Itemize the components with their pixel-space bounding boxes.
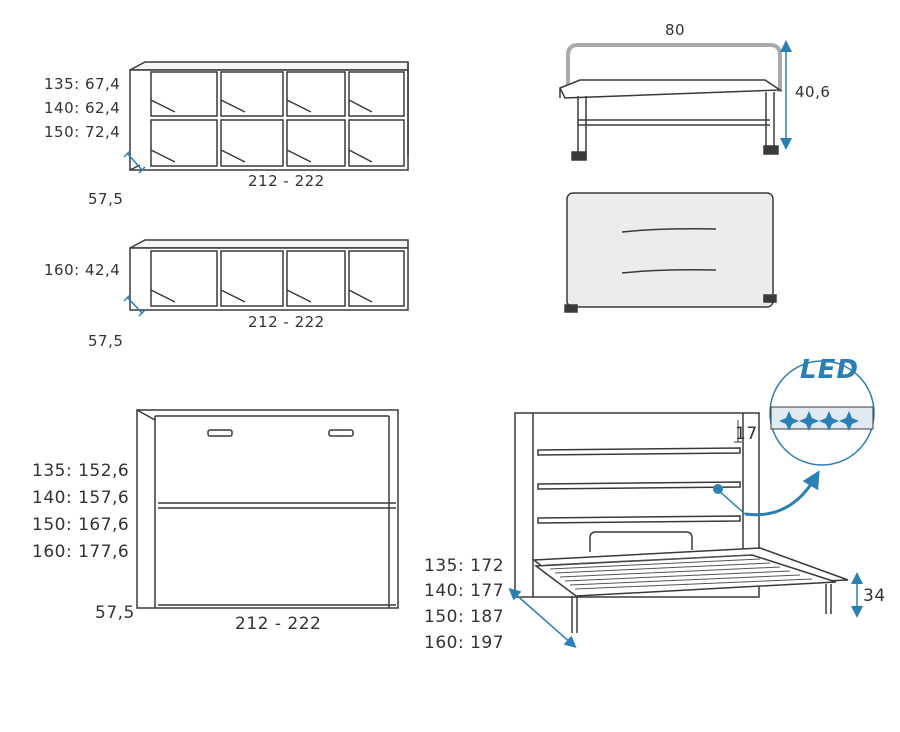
wall-bed-height-160: 160: 177,6 [32, 542, 130, 562]
low-bench-width-label: 212 - 222 [248, 313, 325, 331]
bed-length-arrow [508, 588, 577, 648]
wall-bed-open-drawing [514, 412, 849, 633]
headboard-height-label: 40,6 [795, 83, 831, 101]
bed-length-150: 150: 187 [424, 607, 505, 627]
headboard-width-label: 80 [665, 21, 686, 39]
low-bench-depth-label: 57,5 [88, 332, 124, 350]
led-lights [779, 411, 859, 431]
wall-bed-height-135: 135: 152,6 [32, 461, 130, 481]
wall-bed-depth-label: 57,5 [95, 603, 135, 623]
bed-length-160: 160: 197 [424, 633, 505, 653]
bed-length-140: 140: 177 [424, 581, 505, 601]
top-bench-drawing [129, 61, 409, 171]
headboard-panel-drawing [564, 192, 777, 313]
top-bench-height-140: 140: 62,4 [44, 99, 121, 117]
low-bench-depth-marker [123, 294, 146, 317]
wall-bed-closed-drawing [136, 409, 399, 609]
bed-height-label: 34 [863, 586, 886, 606]
top-bench-depth-marker [123, 150, 146, 174]
led-callout [713, 360, 875, 517]
bed-length-135: 135: 172 [424, 556, 505, 576]
wall-bed-width-label: 212 - 222 [235, 614, 322, 634]
shelf-gap-tick [734, 420, 742, 443]
low-bench-height-160: 160: 42,4 [44, 261, 121, 279]
shelf-gap-label: 17 [735, 424, 758, 444]
bed-slats [544, 554, 813, 590]
headboard-frame-drawing [558, 43, 783, 161]
top-bench-height-135: 135: 67,4 [44, 75, 121, 93]
top-bench-height-150: 150: 72,4 [44, 123, 121, 141]
wall-bed-height-140: 140: 157,6 [32, 488, 130, 508]
top-bench-width-label: 212 - 222 [248, 172, 325, 190]
low-bench-drawing [129, 239, 409, 311]
top-bench-depth-label: 57,5 [88, 190, 124, 208]
wall-bed-height-150: 150: 167,6 [32, 515, 130, 535]
led-label: LED [800, 355, 859, 385]
